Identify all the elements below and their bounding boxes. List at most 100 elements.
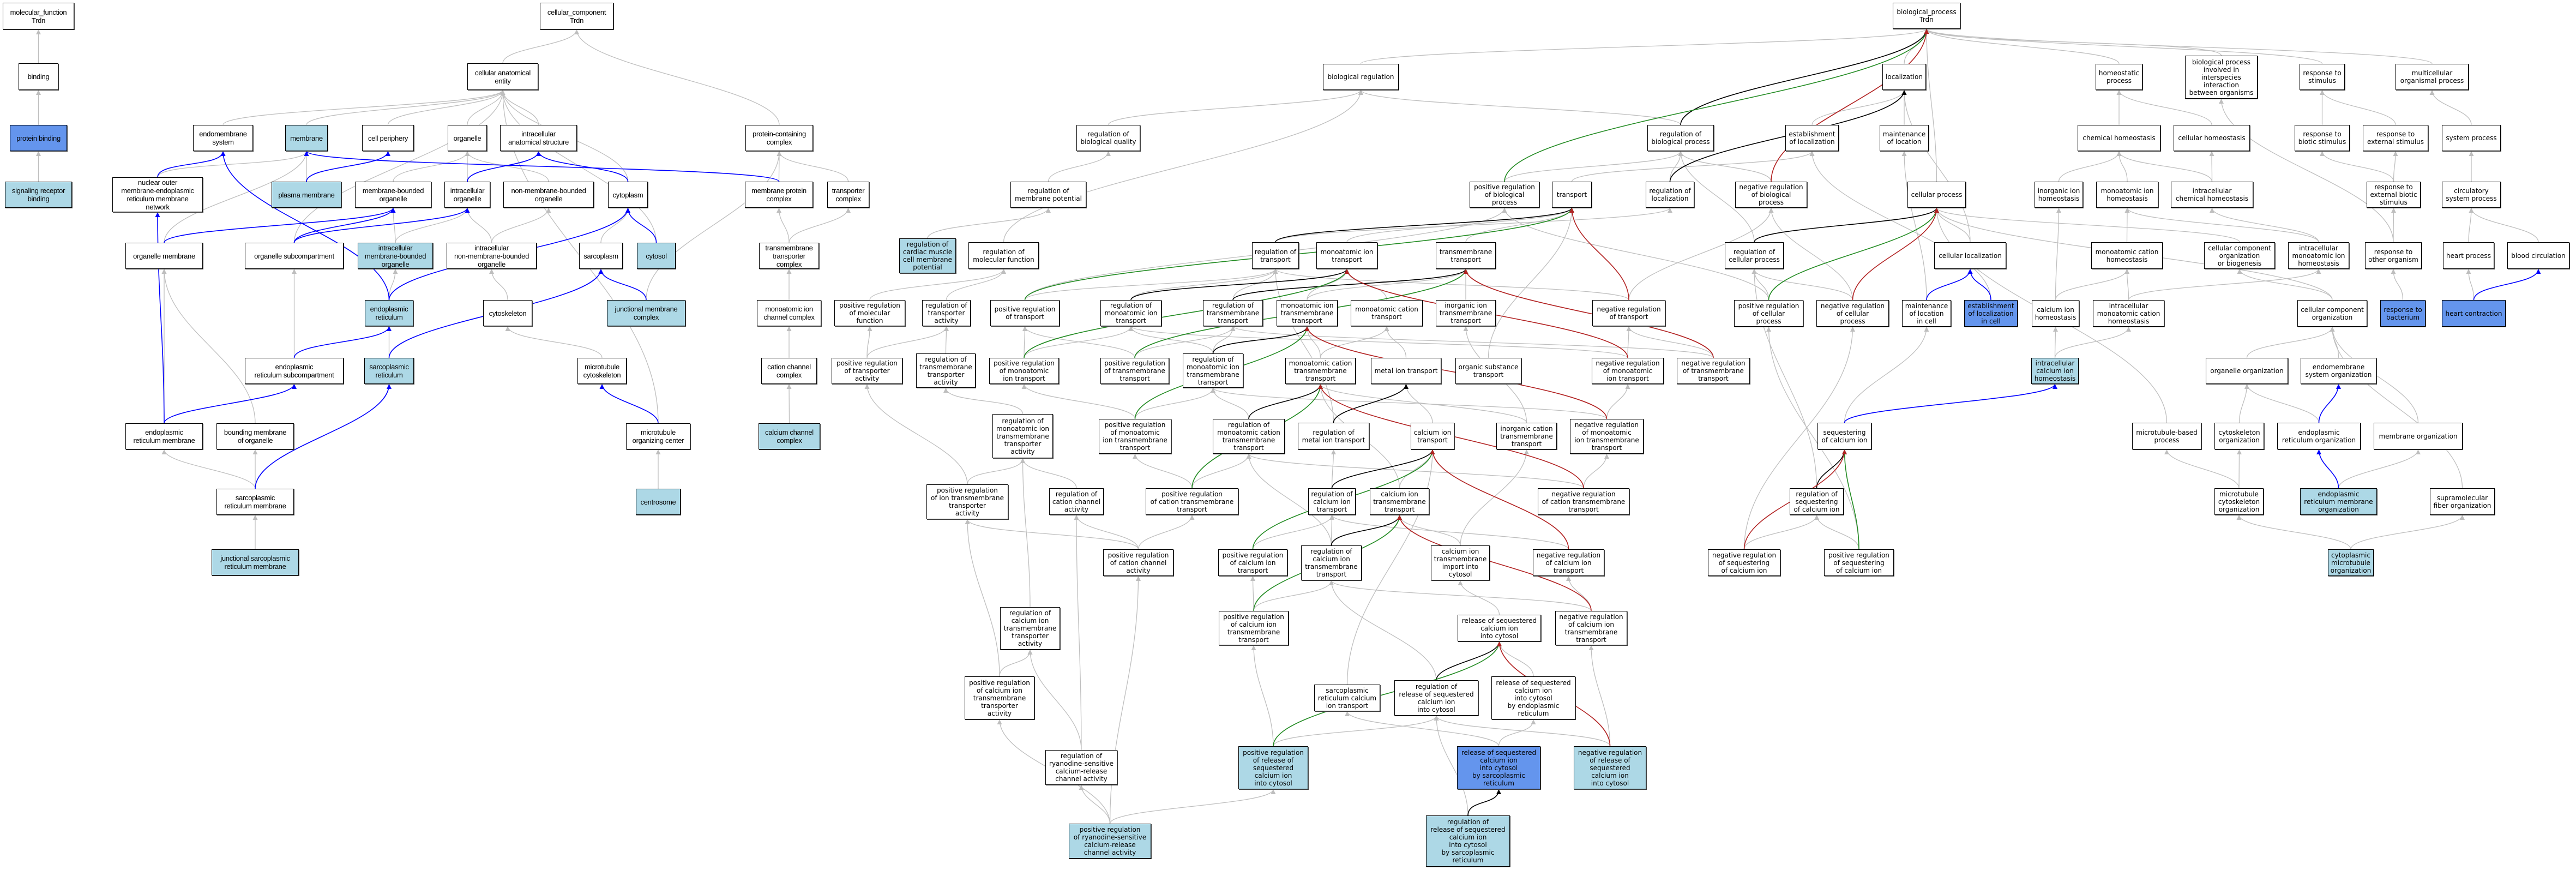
go-term-node-om: organelle membrane bbox=[125, 243, 203, 269]
go-term-node-rrcca: regulation of ryanodine-sensitive calciu… bbox=[1045, 750, 1117, 785]
go-term-node-nrcp: negative regulation of cellular process bbox=[1816, 300, 1889, 327]
go-term-label: positive regulation of ryanodine-sensiti… bbox=[1073, 826, 1147, 856]
go-term-node-rscsr: release of sequestered calcium ion into … bbox=[1457, 746, 1540, 789]
go-term-label: protein binding bbox=[16, 134, 61, 142]
go-term-label: positive regulation of monoatomic ion tr… bbox=[1103, 421, 1167, 452]
is-a-edge bbox=[1253, 580, 1334, 611]
go-term-node-osub: organelle subcompartment bbox=[245, 243, 344, 269]
is-a-edge bbox=[1465, 207, 1574, 243]
go-term-label: negative regulation of monoatomic ion tr… bbox=[1596, 359, 1660, 382]
go-term-label: positive regulation of monoatomic ion tr… bbox=[994, 359, 1055, 382]
go-term-label: negative regulation of cation transmembr… bbox=[1542, 490, 1626, 513]
go-term-node-prcp: positive regulation of cellular process bbox=[1734, 300, 1803, 327]
go-term-label: monoatomic ion transport bbox=[1320, 248, 1374, 263]
is-a-edge bbox=[1275, 207, 1672, 243]
go-term-label: negative regulation of calcium ion trans… bbox=[1559, 613, 1623, 644]
go-term-node-nrmitt: negative regulation of monoatomic ion tr… bbox=[1570, 419, 1644, 454]
go-term-node-ccob: cellular component organization or bioge… bbox=[2204, 242, 2275, 269]
is-a-edge bbox=[777, 207, 790, 243]
go-term-node-pb: protein binding bbox=[10, 125, 67, 151]
go-term-node-tc: transporter complex bbox=[827, 182, 869, 208]
regulates-edge bbox=[1275, 207, 1574, 243]
is-a-edge bbox=[1814, 514, 1859, 550]
go-term-node-ost: organic substance transport bbox=[1455, 358, 1521, 384]
go-term-node-bpiii: biological process involved in interspec… bbox=[2185, 56, 2258, 99]
is-a-edge bbox=[2128, 268, 2321, 301]
is-a-edge bbox=[1250, 575, 1256, 611]
is-a-edge bbox=[1924, 28, 2433, 64]
go-term-node-mit: monoatomic ion transport bbox=[1316, 242, 1377, 269]
is-a-edge bbox=[2238, 383, 2249, 423]
go-term-label: endoplasmic reticulum organization bbox=[2282, 428, 2356, 444]
go-term-node-tmt: transmembrane transport bbox=[1436, 242, 1496, 269]
go-term-label: inorganic ion homeostasis bbox=[2037, 187, 2080, 202]
is-a-edge bbox=[927, 207, 1051, 239]
go-term-label: positive regulation of calcium ion trans… bbox=[1222, 551, 1284, 574]
go-term-node-mo: membrane organization bbox=[2374, 423, 2463, 449]
is-a-edge bbox=[2058, 151, 2122, 182]
go-term-node-iitt: inorganic ion transmembrane transport bbox=[1436, 300, 1496, 326]
go-term-node-rloc: regulation of localization bbox=[1646, 182, 1694, 208]
is-a-edge bbox=[293, 89, 505, 243]
go-term-label: negative regulation of transmembrane tra… bbox=[1681, 359, 1746, 382]
is-a-edge bbox=[967, 458, 1025, 485]
go-term-label: membrane-bounded organelle bbox=[362, 187, 424, 203]
go-term-label: transport bbox=[1556, 191, 1587, 199]
go-term-node-sp: system process bbox=[2442, 125, 2501, 151]
go-term-label: organelle membrane bbox=[133, 251, 195, 260]
is-a-edge bbox=[500, 89, 657, 243]
go-term-label: positive regulation of ion transmembrane… bbox=[931, 487, 1004, 517]
go-term-node-erm: endoplasmic reticulum membrane bbox=[125, 423, 203, 449]
is-a-edge bbox=[2246, 326, 2335, 358]
is-a-edge bbox=[1924, 28, 1937, 182]
go-term-label: positive regulation of release of seques… bbox=[1243, 748, 1304, 787]
go-term-node-cytosol: cytosol bbox=[637, 243, 676, 269]
go-term-node-prcitta: positive regulation of calcium ion trans… bbox=[965, 676, 1034, 719]
go-term-label: negative regulation of sequestering of c… bbox=[1712, 551, 1777, 574]
go-term-node-rta: regulation of transporter activity bbox=[922, 300, 971, 326]
is-a-edge bbox=[2350, 514, 2465, 550]
go-term-label: regulation of cellular process bbox=[1729, 248, 1780, 263]
is-a-edge bbox=[1678, 151, 1755, 243]
positively-regulates-edge bbox=[1024, 268, 1350, 358]
go-term-node-icih: intracellular calcium ion homeostasis bbox=[2031, 358, 2079, 384]
go-term-label: monoatomic cation transmembrane transpor… bbox=[1289, 359, 1352, 382]
go-term-label: regulation of calcium ion transport bbox=[1311, 490, 1353, 513]
go-term-label: non-membrane-bounded organelle bbox=[511, 187, 586, 203]
go-term-label: intracellular membrane-bounded organelle bbox=[364, 243, 426, 268]
go-term-node-mbp: microtubule-based process bbox=[2132, 423, 2201, 449]
go-term-label: endoplasmic reticulum membrane bbox=[133, 428, 195, 445]
go-term-label: metal ion transport bbox=[1374, 367, 1438, 375]
go-term-node-prseq: positive regulation of sequestering of c… bbox=[1824, 549, 1894, 576]
is-a-edge bbox=[2338, 449, 2421, 489]
is-a-edge bbox=[1020, 458, 1031, 608]
is-a-edge bbox=[1128, 326, 1628, 358]
is-a-edge bbox=[2210, 207, 2319, 243]
is-a-edge bbox=[1626, 326, 1714, 358]
go-term-node-rcit: regulation of calcium ion transport bbox=[1308, 488, 1356, 515]
go-term-label: positive regulation of calcium ion trans… bbox=[969, 679, 1030, 717]
is-a-edge bbox=[393, 151, 470, 182]
positively-regulates-edge bbox=[1504, 28, 1929, 182]
go-term-label: positive regulation of calcium ion trans… bbox=[1223, 613, 1284, 644]
is-a-edge bbox=[943, 326, 949, 354]
go-term-node-rtta: regulation of transmembrane transporter … bbox=[916, 353, 976, 388]
go-term-label: establishment of localization bbox=[1789, 130, 1835, 146]
negatively-regulates-edge bbox=[1463, 268, 1714, 358]
go-term-node-rtmt: regulation of transmembrane transport bbox=[1203, 300, 1263, 326]
is-a-edge bbox=[1074, 514, 1139, 550]
regulates-edge bbox=[1130, 268, 1350, 301]
go-term-node-eso: endomembrane system organization bbox=[2301, 358, 2376, 384]
go-term-label: biological_process Trdn bbox=[1897, 8, 1957, 23]
go-term-node-centro: centrosome bbox=[636, 489, 681, 515]
is-a-edge bbox=[1251, 645, 1274, 747]
go-term-label: sarcoplasm bbox=[583, 251, 618, 260]
go-term-label: establishment of localization in cell bbox=[1967, 302, 2014, 325]
go-term-node-srm: sarcoplasmic reticulum membrane bbox=[216, 489, 294, 515]
go-term-node-rebs: response to external biotic stimulus bbox=[2367, 182, 2421, 208]
go-term-label: biological process involved in interspec… bbox=[2189, 58, 2254, 97]
is-a-edge bbox=[465, 207, 492, 243]
is-a-edge bbox=[965, 519, 1000, 677]
go-term-node-prcca: positive regulation of cation channel ac… bbox=[1103, 549, 1173, 576]
go-term-node-mtoc: microtubule organizing center bbox=[626, 423, 690, 449]
